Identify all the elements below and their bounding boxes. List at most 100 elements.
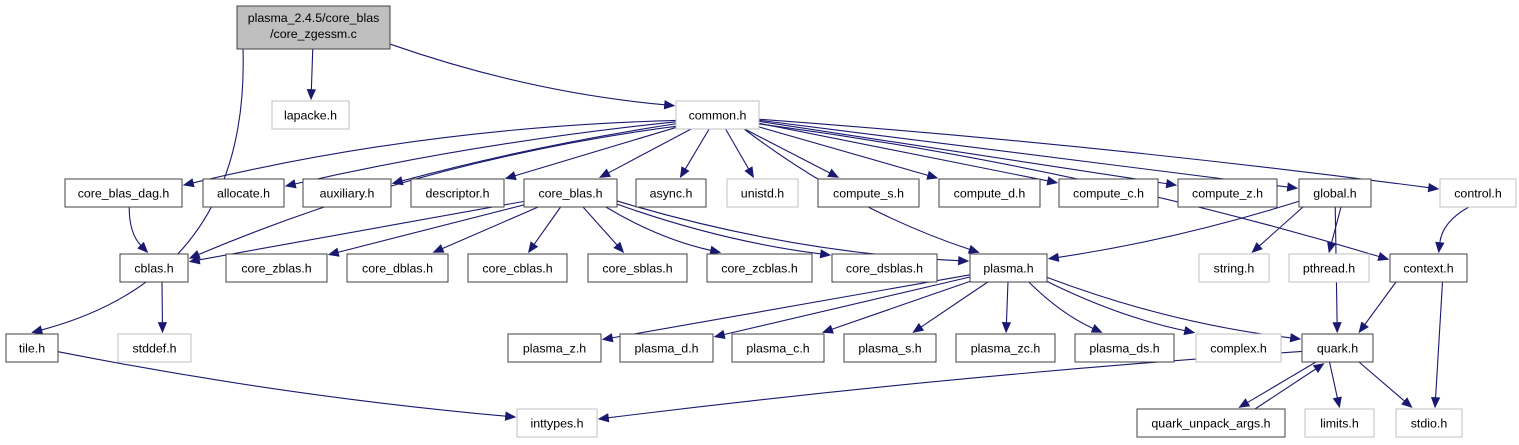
graph-node-plasma_s[interactable]: plasma_s.h xyxy=(843,333,937,363)
graph-node-root[interactable]: plasma_2.4.5/core_blas/core_zgessm.c xyxy=(236,5,391,50)
node-box[interactable] xyxy=(117,333,192,363)
node-box[interactable] xyxy=(955,333,1056,363)
dependency-edge xyxy=(41,48,244,331)
node-box[interactable] xyxy=(635,178,707,208)
node-box[interactable] xyxy=(969,253,1048,283)
edge-arrowhead xyxy=(1327,241,1337,254)
node-box[interactable] xyxy=(1298,178,1372,208)
node-box[interactable] xyxy=(831,253,938,283)
node-box[interactable] xyxy=(1195,333,1282,363)
node-label: quark_unpack_args.h xyxy=(1151,416,1270,430)
node-box[interactable] xyxy=(938,178,1041,208)
edge-arrowhead xyxy=(827,168,840,178)
node-box[interactable] xyxy=(119,253,189,283)
node-label: compute_s.h xyxy=(833,186,904,200)
graph-node-core_blas_dag[interactable]: core_blas_dag.h xyxy=(64,178,183,208)
edge-arrowhead xyxy=(137,241,149,254)
graph-node-cblas[interactable]: cblas.h xyxy=(119,253,189,283)
node-box[interactable] xyxy=(1304,408,1375,438)
node-box[interactable] xyxy=(587,253,688,283)
node-box[interactable] xyxy=(619,333,714,363)
graph-node-unistd[interactable]: unistd.h xyxy=(726,178,799,208)
node-box[interactable] xyxy=(346,253,449,283)
dependency-edge xyxy=(533,206,562,246)
graph-node-control[interactable]: control.h xyxy=(1439,178,1517,208)
node-box[interactable] xyxy=(726,178,799,208)
node-box[interactable] xyxy=(507,333,602,363)
graph-node-compute_c[interactable]: compute_c.h xyxy=(1058,178,1159,208)
graph-node-core_cblas[interactable]: core_cblas.h xyxy=(467,253,568,283)
graph-node-core_dsblas[interactable]: core_dsblas.h xyxy=(831,253,938,283)
node-box[interactable] xyxy=(817,178,920,208)
dependency-edge xyxy=(684,128,710,170)
node-box[interactable] xyxy=(467,253,568,283)
node-box[interactable] xyxy=(1058,178,1159,208)
node-label: core_sblas.h xyxy=(602,261,672,275)
graph-node-string[interactable]: string.h xyxy=(1198,253,1270,283)
graph-node-compute_s[interactable]: compute_s.h xyxy=(817,178,920,208)
graph-node-core_dblas[interactable]: core_dblas.h xyxy=(346,253,449,283)
dependency-edge xyxy=(128,206,142,247)
node-box[interactable] xyxy=(1389,253,1468,283)
graph-node-quark_unpack_args[interactable]: quark_unpack_args.h xyxy=(1136,408,1286,438)
graph-node-core_zblas[interactable]: core_zblas.h xyxy=(225,253,328,283)
node-box[interactable] xyxy=(1439,178,1517,208)
graph-node-allocate[interactable]: allocate.h xyxy=(202,178,285,208)
graph-node-quark[interactable]: quark.h xyxy=(1301,333,1374,363)
graph-node-inttypes[interactable]: inttypes.h xyxy=(516,408,598,438)
node-box[interactable] xyxy=(523,178,618,208)
dependency-edge xyxy=(192,119,677,184)
node-box[interactable] xyxy=(1136,408,1286,438)
node-box[interactable] xyxy=(1074,333,1175,363)
graph-node-stdio[interactable]: stdio.h xyxy=(1395,408,1463,438)
dependency-edge xyxy=(1057,200,1300,258)
node-box[interactable] xyxy=(843,333,937,363)
dependency-edge xyxy=(1046,276,1292,339)
node-box[interactable] xyxy=(1395,408,1463,438)
node-box[interactable] xyxy=(1198,253,1270,283)
graph-node-context[interactable]: context.h xyxy=(1389,253,1468,283)
node-box[interactable] xyxy=(1177,178,1278,208)
graph-node-pthread[interactable]: pthread.h xyxy=(1288,253,1370,283)
graph-node-compute_d[interactable]: compute_d.h xyxy=(938,178,1041,208)
node-box[interactable] xyxy=(1288,253,1370,283)
node-box[interactable] xyxy=(731,333,825,363)
graph-node-plasma_c[interactable]: plasma_c.h xyxy=(731,333,825,363)
graph-node-stddef[interactable]: stddef.h xyxy=(117,333,192,363)
graph-node-common[interactable]: common.h xyxy=(675,100,760,130)
node-box[interactable] xyxy=(225,253,328,283)
graph-node-core_blas[interactable]: core_blas.h xyxy=(523,178,618,208)
graph-node-limits[interactable]: limits.h xyxy=(1304,408,1375,438)
graph-node-plasma_z[interactable]: plasma_z.h xyxy=(507,333,602,363)
node-box[interactable] xyxy=(675,100,760,130)
graph-node-plasma_ds[interactable]: plasma_ds.h xyxy=(1074,333,1175,363)
graph-node-core_sblas[interactable]: core_sblas.h xyxy=(587,253,688,283)
node-box[interactable] xyxy=(410,178,505,208)
dependency-edge xyxy=(920,281,989,328)
graph-node-lapacke[interactable]: lapacke.h xyxy=(271,100,350,130)
graph-node-async[interactable]: async.h xyxy=(635,178,707,208)
node-label: plasma_s.h xyxy=(858,341,921,355)
graph-node-plasma_d[interactable]: plasma_d.h xyxy=(619,333,714,363)
dependency-edge xyxy=(611,274,971,339)
node-box[interactable] xyxy=(5,333,59,363)
node-box[interactable] xyxy=(1301,333,1374,363)
dependency-edge xyxy=(616,203,822,255)
dependency-edge xyxy=(294,121,677,185)
graph-node-auxiliary[interactable]: auxiliary.h xyxy=(302,178,392,208)
node-box[interactable] xyxy=(202,178,285,208)
node-box[interactable] xyxy=(64,178,183,208)
node-box[interactable] xyxy=(236,5,391,50)
graph-node-compute_z[interactable]: compute_z.h xyxy=(1177,178,1278,208)
graph-node-descriptor[interactable]: descriptor.h xyxy=(410,178,505,208)
node-box[interactable] xyxy=(706,253,813,283)
graph-node-core_zcblas[interactable]: core_zcblas.h xyxy=(706,253,813,283)
graph-node-plasma_zc[interactable]: plasma_zc.h xyxy=(955,333,1056,363)
graph-node-complex[interactable]: complex.h xyxy=(1195,333,1282,363)
graph-node-tile[interactable]: tile.h xyxy=(5,333,59,363)
node-box[interactable] xyxy=(516,408,598,438)
graph-node-global[interactable]: global.h xyxy=(1298,178,1372,208)
node-box[interactable] xyxy=(302,178,392,208)
graph-node-plasma[interactable]: plasma.h xyxy=(969,253,1048,283)
node-box[interactable] xyxy=(271,100,350,130)
